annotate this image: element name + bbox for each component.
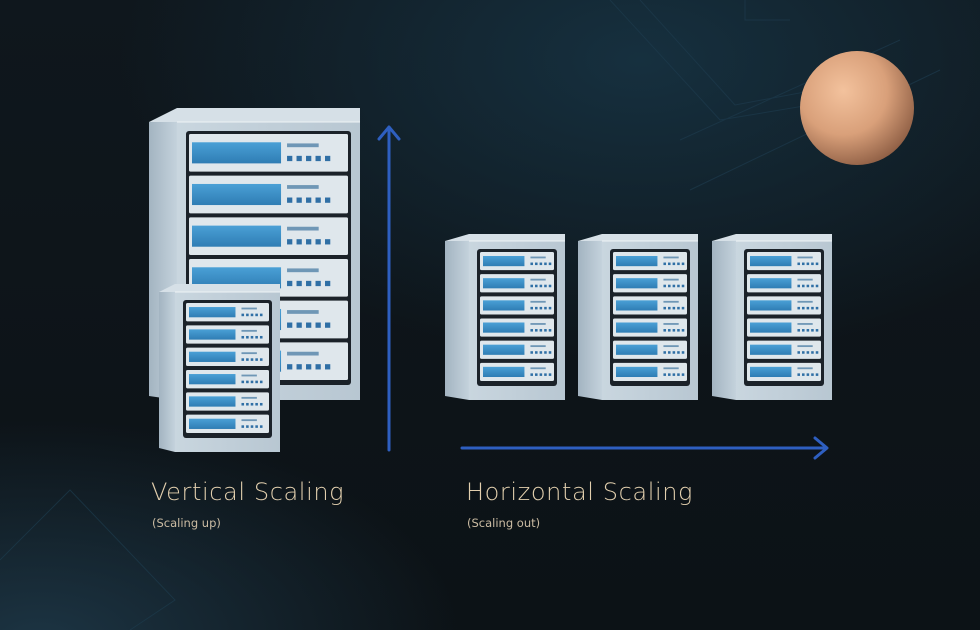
server-unit xyxy=(747,274,821,293)
server-unit xyxy=(480,252,554,271)
server-unit xyxy=(186,370,269,389)
small-server-icon xyxy=(159,284,280,452)
server-unit xyxy=(613,340,687,359)
server-unit xyxy=(186,347,269,366)
servers-layer xyxy=(149,108,832,452)
server-unit xyxy=(189,259,348,297)
server-unit xyxy=(747,296,821,315)
server-unit xyxy=(480,274,554,293)
server-unit xyxy=(189,175,348,214)
server-unit xyxy=(189,134,348,172)
server-unit xyxy=(747,252,821,271)
server-unit xyxy=(186,414,269,433)
vertical-arrow-icon xyxy=(377,125,401,452)
server-unit xyxy=(613,252,687,271)
horizontal-scaling-subtitle: (Scaling out) xyxy=(467,516,541,530)
server-unit xyxy=(747,340,821,359)
server-unit xyxy=(480,296,554,315)
server-unit xyxy=(480,340,554,359)
server-icon-2 xyxy=(578,234,698,400)
vertical-scaling-subtitle: (Scaling up) xyxy=(152,516,221,530)
planet-icon xyxy=(800,51,914,165)
server-unit xyxy=(186,303,269,322)
server-unit xyxy=(480,362,554,381)
server-icon-3 xyxy=(712,234,832,400)
vertical-scaling-title: Vertical Scaling xyxy=(151,478,345,506)
horizontal-scaling-title: Horizontal Scaling xyxy=(466,478,694,506)
server-unit xyxy=(186,392,269,411)
server-unit xyxy=(747,318,821,337)
server-unit xyxy=(189,217,348,255)
server-unit xyxy=(613,318,687,337)
server-unit xyxy=(186,325,269,344)
server-unit xyxy=(613,274,687,293)
server-unit xyxy=(747,362,821,381)
server-icon-1 xyxy=(445,234,565,400)
server-unit xyxy=(480,318,554,337)
horizontal-arrow-icon xyxy=(460,436,829,460)
server-unit xyxy=(613,362,687,381)
server-unit xyxy=(613,296,687,315)
